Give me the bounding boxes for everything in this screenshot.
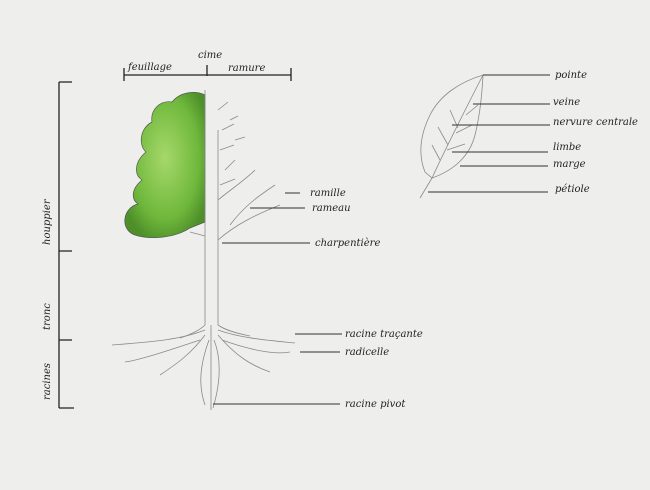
- tree-leader-lines: [213, 192, 342, 405]
- label-pointe: pointe: [555, 70, 587, 81]
- label-radicelle: radicelle: [345, 347, 389, 358]
- tree-drawing: [111, 90, 296, 410]
- label-feuillage: feuillage: [127, 62, 172, 73]
- label-nervure-centrale: nervure centrale: [553, 117, 638, 128]
- leaf-leader-lines: [428, 74, 550, 193]
- label-racine-tracante: racine traçante: [345, 329, 423, 340]
- label-marge: marge: [553, 159, 586, 170]
- side-bracket: [58, 81, 74, 409]
- label-ramure: ramure: [228, 63, 265, 74]
- label-racine-pivot: racine pivot: [345, 399, 406, 410]
- label-veine: veine: [553, 97, 580, 108]
- label-houppier: houppier: [42, 198, 53, 245]
- label-petiole: pétiole: [555, 184, 590, 195]
- label-limbe: limbe: [553, 142, 581, 153]
- top-bracket: [123, 65, 292, 81]
- label-cime: cime: [198, 50, 222, 61]
- label-racines: racines: [42, 363, 53, 400]
- label-rameau: rameau: [312, 203, 351, 214]
- leaf-drawing: [419, 74, 484, 199]
- foliage: [124, 92, 206, 238]
- label-ramille: ramille: [310, 188, 346, 199]
- label-tronc: tronc: [42, 303, 53, 330]
- label-charpentiere: charpentière: [315, 238, 380, 249]
